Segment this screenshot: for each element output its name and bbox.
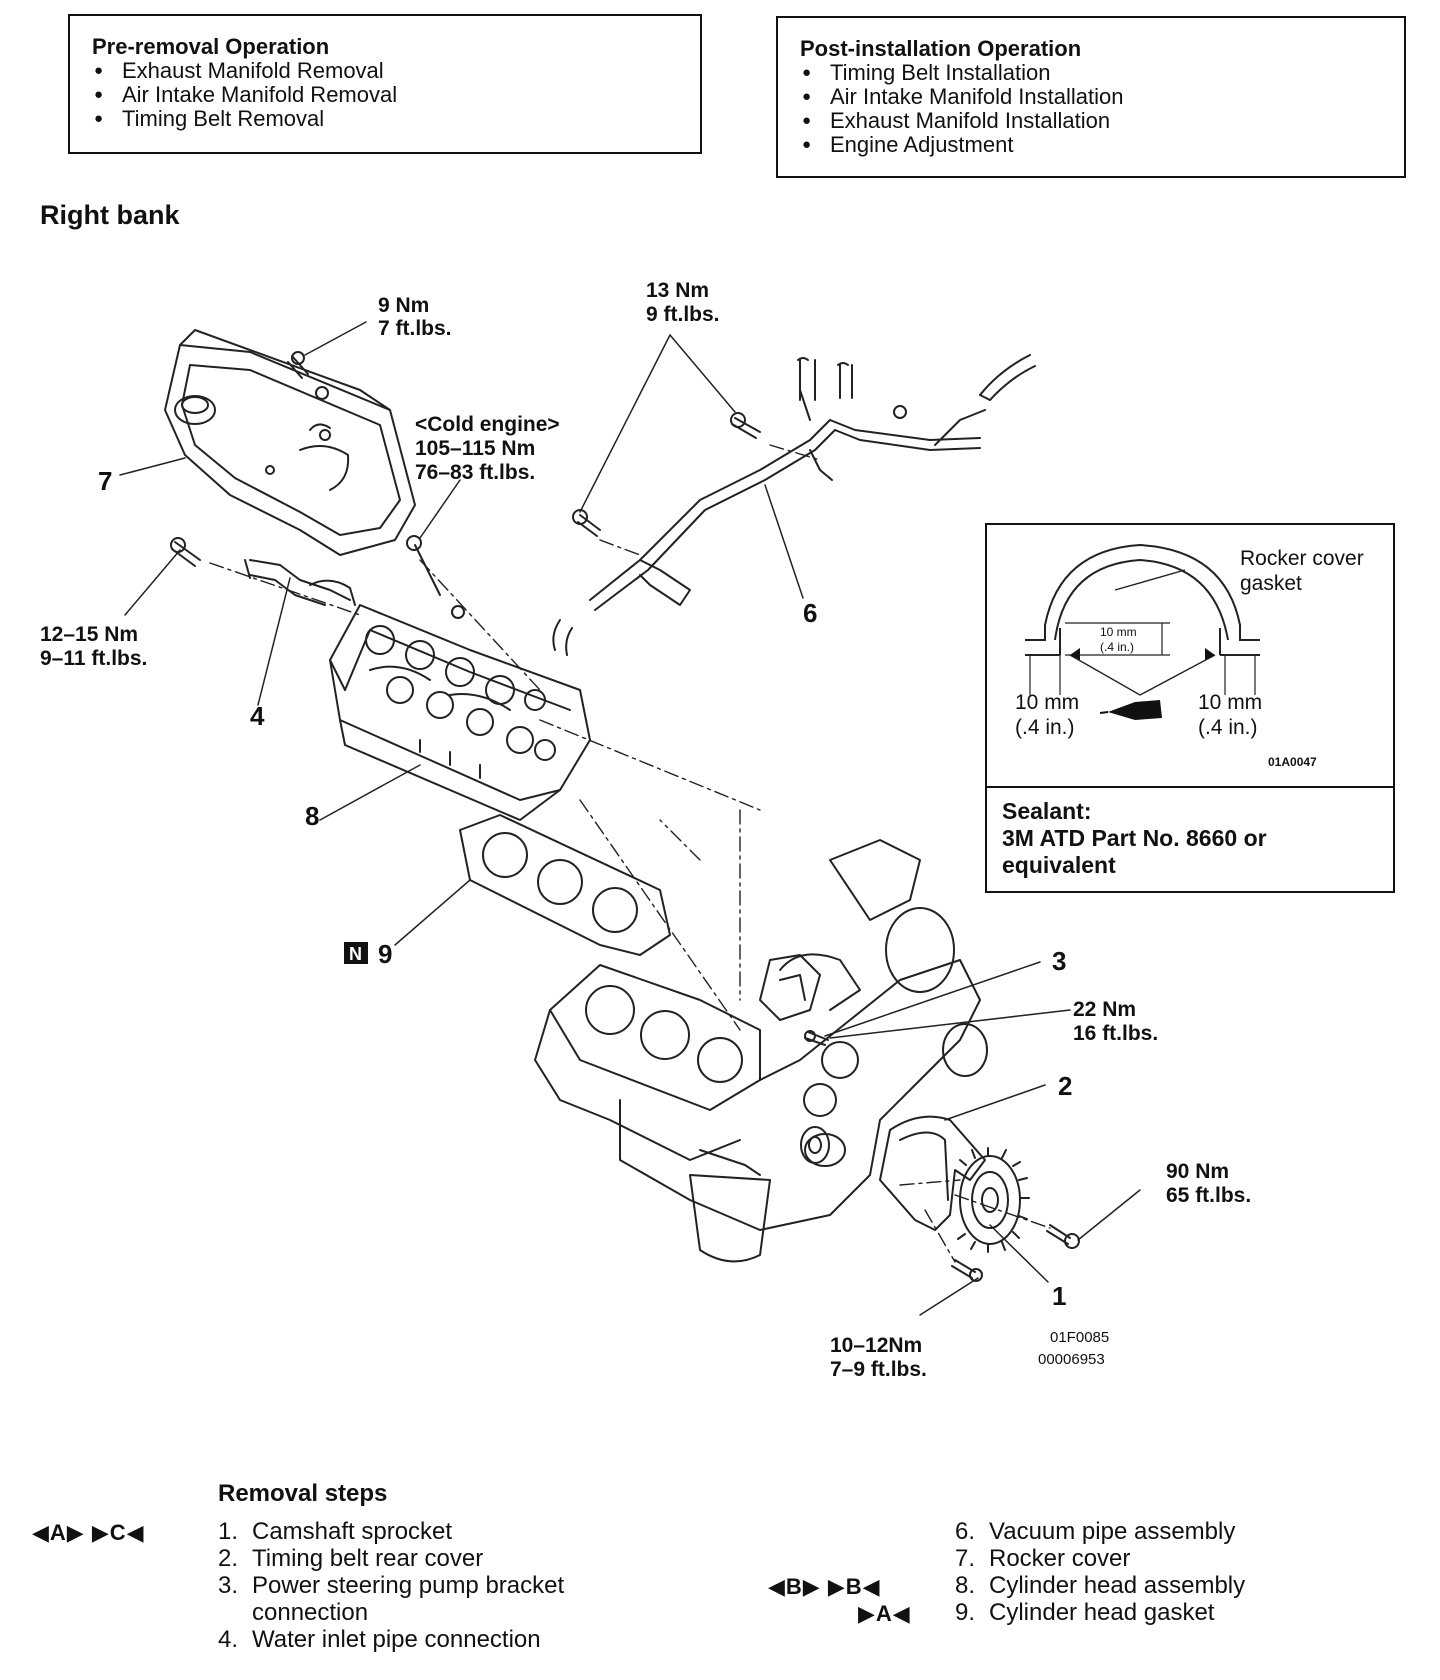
- post-installation-box: Post-installation Operation Timing Belt …: [776, 16, 1406, 178]
- inset-dimension: 10 mm: [1100, 625, 1137, 639]
- torque-label: 7 ft.lbs.: [378, 317, 452, 340]
- figure-code: 00006953: [1038, 1351, 1105, 1368]
- service-mark: ▶A◀: [858, 1601, 911, 1626]
- pre-removal-list: Exhaust Manifold Removal Air Intake Mani…: [92, 59, 700, 132]
- sealant-text: 3M ATD Part No. 8660 or: [1002, 825, 1267, 851]
- service-mark: ◀A▶ ▶C◀: [32, 1520, 145, 1545]
- rocker-gasket-inset: Rocker cover gasket 10 mm (.4 in.) 10 mm…: [985, 523, 1395, 893]
- callout-number: 3: [1052, 946, 1066, 976]
- post-installation-item: Engine Adjustment: [800, 133, 1404, 158]
- exploded-diagram: 9 Nm 7 ft.lbs. 13 Nm 9 ft.lbs. <Cold eng…: [40, 279, 1395, 1381]
- service-mark: ◀B▶ ▶B◀: [768, 1574, 881, 1599]
- new-part-mark-box: [344, 942, 368, 964]
- cylinder-head-drawing: [329, 604, 591, 821]
- removal-step: 1.Camshaft sprocket: [218, 1518, 453, 1545]
- post-installation-list: Timing Belt Installation Air Intake Mani…: [800, 61, 1404, 158]
- torque-label: 10–12Nm: [830, 1334, 922, 1357]
- removal-step: 8.Cylinder head assembly: [955, 1572, 1246, 1599]
- rear-cover-drawing: [879, 1115, 986, 1231]
- torque-label: 105–115 Nm: [415, 437, 535, 460]
- callout-number: 4: [250, 701, 265, 731]
- ps-bracket-drawing: [759, 954, 829, 1046]
- bolt-drawing: [170, 351, 907, 619]
- inset-dimension: (.4 in.): [1198, 716, 1258, 739]
- post-installation-item: Timing Belt Installation: [800, 61, 1404, 86]
- callout-number: 9: [378, 939, 392, 969]
- vacuum-pipe-drawing: [552, 354, 1036, 656]
- removal-steps: Removal steps ◀A▶ ▶C◀ 1.Camshaft sprocke…: [0, 1480, 1440, 1670]
- torque-label: 90 Nm: [1166, 1160, 1229, 1183]
- torque-label: 12–15 Nm: [40, 623, 138, 646]
- pre-removal-item: Exhaust Manifold Removal: [92, 59, 700, 84]
- inset-code: 01A0047: [1268, 755, 1317, 769]
- callout-number: 2: [1058, 1071, 1072, 1101]
- inset-label: gasket: [1240, 572, 1302, 595]
- callout-number: 1: [1052, 1281, 1066, 1311]
- callout-number: 8: [305, 801, 319, 831]
- removal-step: 2.Timing belt rear cover: [218, 1545, 484, 1572]
- callout-number: 7: [98, 466, 112, 496]
- head-gasket-drawing: [459, 814, 671, 956]
- inset-dimension: (.4 in.): [1100, 640, 1134, 654]
- pre-removal-box: Pre-removal Operation Exhaust Manifold R…: [68, 14, 702, 154]
- inset-dimension: 10 mm: [1015, 691, 1079, 714]
- torque-label: 76–83 ft.lbs.: [415, 461, 535, 484]
- leader-lines: [119, 321, 1141, 1316]
- removal-step: 9.Cylinder head gasket: [955, 1599, 1215, 1626]
- camshaft-sprocket-drawing: [800, 1126, 1080, 1282]
- torque-label: 9–11 ft.lbs.: [40, 647, 147, 670]
- torque-label: 22 Nm: [1073, 998, 1136, 1021]
- removal-step: 6.Vacuum pipe assembly: [955, 1518, 1236, 1545]
- post-installation-title: Post-installation Operation: [800, 36, 1082, 61]
- removal-step: 3.Power steering pump bracket: [218, 1572, 565, 1599]
- removal-step: 7.Rocker cover: [955, 1545, 1131, 1572]
- water-inlet-pipe-drawing: [244, 559, 356, 606]
- pre-removal-item: Air Intake Manifold Removal: [92, 83, 700, 108]
- torque-label: 13 Nm: [646, 279, 709, 302]
- torque-label: 65 ft.lbs.: [1166, 1184, 1251, 1207]
- sealant-title: Sealant:: [1002, 798, 1091, 824]
- pre-removal-title: Pre-removal Operation: [92, 34, 330, 59]
- inset-dimension: 10 mm: [1198, 691, 1262, 714]
- section-title: Right bank: [40, 200, 180, 230]
- engine-block-drawing: [534, 839, 988, 1263]
- post-installation-item: Air Intake Manifold Installation: [800, 85, 1404, 110]
- rocker-cover-drawing: [164, 329, 416, 556]
- inset-dimension: (.4 in.): [1015, 716, 1075, 739]
- callout-number: 6: [803, 598, 817, 628]
- alignment-lines: [209, 444, 1051, 1263]
- post-installation-item: Exhaust Manifold Installation: [800, 109, 1404, 134]
- torque-label: 9 ft.lbs.: [646, 303, 720, 326]
- removal-step: connection: [252, 1599, 369, 1626]
- torque-label: 7–9 ft.lbs.: [830, 1358, 927, 1381]
- removal-steps-title: Removal steps: [218, 1480, 388, 1507]
- pre-removal-item: Timing Belt Removal: [92, 107, 700, 132]
- inset-label: Rocker cover: [1240, 547, 1364, 570]
- figure-code: 01F0085: [1050, 1329, 1109, 1346]
- sealant-text: equivalent: [1002, 852, 1116, 878]
- torque-label: <Cold engine>: [415, 413, 560, 436]
- removal-step: 4.Water inlet pipe connection: [218, 1626, 541, 1653]
- torque-label: 16 ft.lbs.: [1073, 1022, 1158, 1045]
- new-part-mark: N: [349, 944, 362, 964]
- torque-label: 9 Nm: [378, 294, 429, 317]
